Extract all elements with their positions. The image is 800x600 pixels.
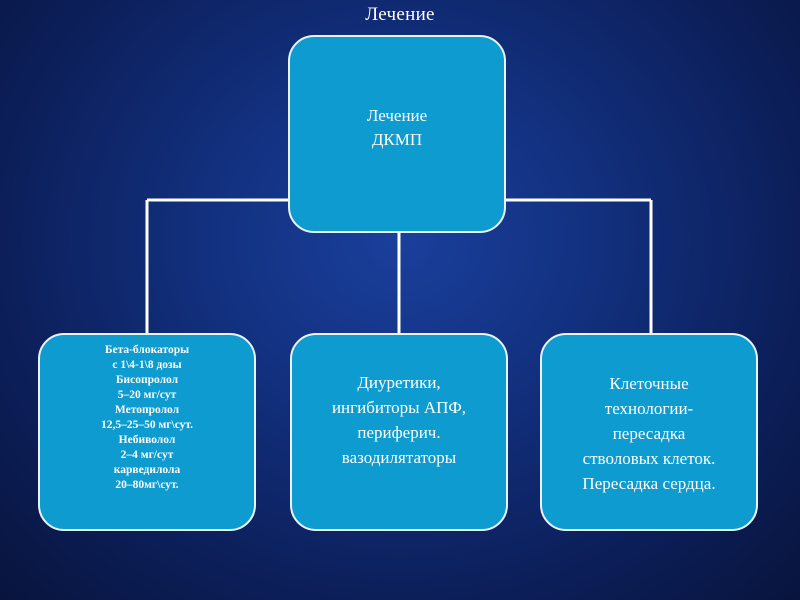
child-node-beta-blockers: Бета-блокаторы с 1\4-1\8 дозы Бисопролол… <box>38 333 256 531</box>
root-node-label: Лечение ДКМП <box>366 106 428 149</box>
child-node-cell-technologies: Клеточные технологии- пересадка стволовы… <box>540 333 758 531</box>
child-node-diuretics: Диуретики, ингибиторы АПФ, периферич. ва… <box>290 333 508 531</box>
child-node-label: Бета-блокаторы с 1\4-1\8 дозы Бисопролол… <box>100 344 194 491</box>
child-node-label: Диуретики, ингибиторы АПФ, периферич. ва… <box>331 373 467 467</box>
root-node-treatment-dcm: Лечение ДКМП <box>288 35 506 233</box>
slide-title: Лечение <box>365 4 435 25</box>
child-node-label: Клеточные технологии- пересадка стволовы… <box>582 373 716 493</box>
